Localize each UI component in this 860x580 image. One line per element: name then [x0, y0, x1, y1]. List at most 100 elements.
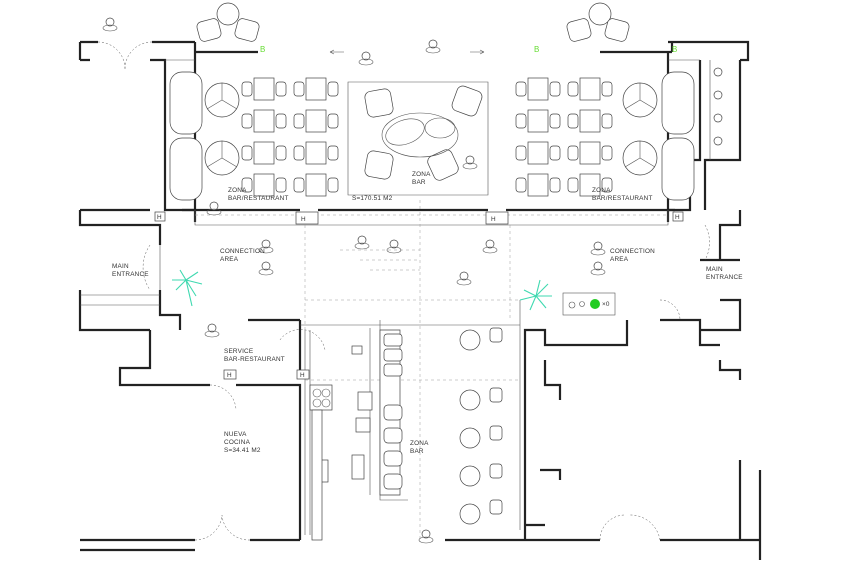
label-zona-bar-low-1: ZONA	[410, 440, 429, 447]
bar-chair	[489, 387, 503, 403]
h-marker-3: H	[491, 216, 496, 223]
kitchen-equipment	[309, 345, 373, 541]
label-connection-right-1: CONNECTION	[610, 248, 655, 255]
table	[579, 77, 601, 101]
label-service-2: BAR-RESTAURANT	[224, 356, 285, 363]
label-entrance-left-1: MAIN	[112, 263, 129, 270]
tables-left	[241, 77, 339, 197]
bar-stool	[383, 450, 403, 467]
person-shoulders	[462, 162, 478, 170]
round-table	[459, 389, 481, 411]
chair	[327, 113, 339, 129]
label-zona-bar-low-2: BAR	[410, 448, 424, 455]
label-connection-right-2: AREA	[610, 256, 629, 263]
table	[253, 141, 275, 165]
chair	[275, 81, 287, 97]
person	[105, 17, 115, 27]
plant-left	[172, 269, 203, 307]
bar-stool	[383, 427, 403, 444]
bar-chair	[489, 499, 503, 515]
person	[485, 239, 495, 249]
chair	[327, 81, 339, 97]
bar-chair	[489, 425, 503, 441]
person-shoulders	[258, 246, 274, 254]
zone-dashes	[97, 41, 710, 541]
chair	[293, 113, 305, 129]
table	[253, 173, 275, 197]
person	[459, 271, 469, 281]
chair	[567, 177, 579, 193]
table	[527, 173, 549, 197]
bar-counter	[379, 327, 503, 525]
table	[253, 109, 275, 133]
label-cocina-1: NUEVA	[224, 431, 247, 438]
person-shoulders	[386, 246, 402, 254]
person	[421, 529, 431, 539]
table	[305, 141, 327, 165]
washroom-fixtures	[713, 67, 723, 146]
bar-stool	[383, 333, 403, 347]
chair	[515, 81, 527, 97]
chair	[567, 113, 579, 129]
chair	[515, 177, 527, 193]
person-shoulders	[590, 268, 606, 276]
interior-lines	[80, 59, 711, 535]
chair	[549, 81, 561, 97]
table	[305, 109, 327, 133]
label-connection-left-2: AREA	[220, 256, 239, 263]
person-shoulders	[590, 248, 606, 256]
legend-count: ×0	[602, 301, 610, 308]
bar-stool	[383, 348, 403, 362]
label-entrance-right-2: ENTRANCE	[706, 274, 743, 281]
label-zona-left-1: ZONA	[228, 187, 247, 194]
person	[207, 323, 217, 333]
table	[579, 141, 601, 165]
table	[579, 173, 601, 197]
chair	[515, 113, 527, 129]
walls	[78, 40, 762, 560]
person	[261, 239, 271, 249]
person-shoulders	[354, 242, 370, 250]
round-table	[459, 329, 481, 351]
person	[209, 201, 219, 211]
b-markers: B B B	[260, 45, 677, 54]
table	[253, 77, 275, 101]
person-shoulders	[456, 278, 472, 286]
round-table	[459, 465, 481, 487]
left-sofas	[169, 71, 240, 201]
chair	[241, 113, 253, 129]
tables-right	[515, 77, 613, 197]
h-marker-6: H	[300, 372, 305, 379]
chair	[293, 81, 305, 97]
label-zona-right-2: BAR/RESTAURANT	[592, 195, 653, 202]
person	[593, 241, 603, 251]
h-marker-2: H	[301, 216, 306, 223]
label-zona-bar-top-2: BAR	[412, 179, 426, 186]
label-connection-left-1: CONNECTION	[220, 248, 265, 255]
label-entrance-left-2: ENTRANCE	[112, 271, 149, 278]
chair	[567, 145, 579, 161]
chair	[241, 81, 253, 97]
chair	[601, 177, 613, 193]
label-entrance-right-1: MAIN	[706, 266, 723, 273]
person	[361, 51, 371, 61]
chair	[327, 145, 339, 161]
b-marker-3: B	[672, 45, 677, 54]
bar-chair	[489, 327, 503, 343]
chair	[601, 113, 613, 129]
chair	[275, 113, 287, 129]
label-zona-right-1: ZONA	[592, 187, 611, 194]
person	[465, 155, 475, 165]
person	[357, 235, 367, 245]
person-shoulders	[258, 268, 274, 276]
chair	[567, 81, 579, 97]
table	[305, 173, 327, 197]
person-shoulders	[425, 46, 441, 54]
h-marker-1: H	[157, 214, 162, 221]
label-service-1: SERVICE	[224, 348, 253, 355]
